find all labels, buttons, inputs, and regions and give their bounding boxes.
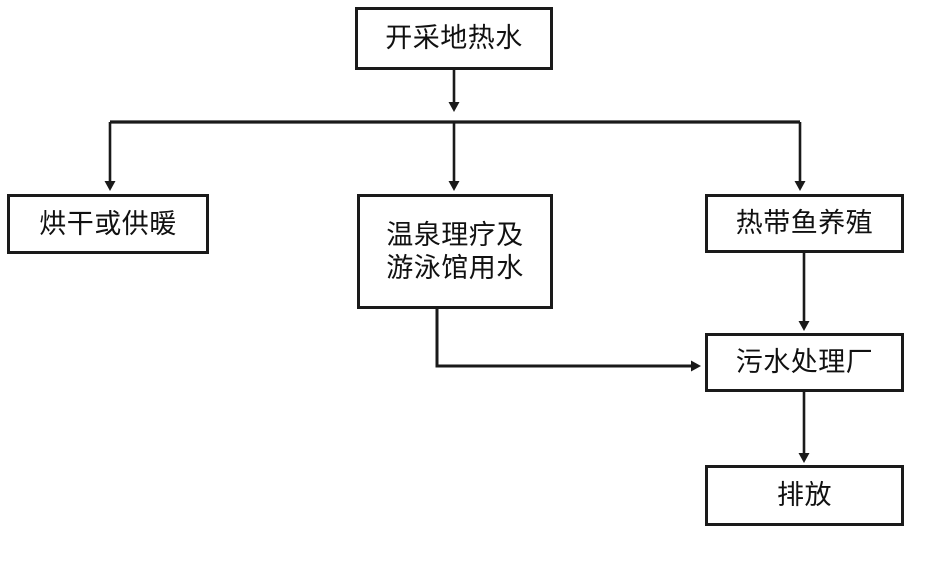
node-hotspring-therapy-and-pool-water[interactable]: 温泉理疗及 游泳馆用水 (357, 194, 553, 309)
node-label: 温泉理疗及 游泳馆用水 (386, 219, 524, 283)
node-extract-geothermal-water[interactable]: 开采地热水 (355, 7, 553, 70)
node-label: 排放 (777, 480, 832, 511)
node-tropical-fish-farming[interactable]: 热带鱼养殖 (705, 194, 904, 253)
node-sewage-treatment-plant[interactable]: 污水处理厂 (705, 333, 904, 392)
node-label: 开采地热水 (385, 23, 523, 54)
node-label: 热带鱼养殖 (735, 208, 874, 239)
node-discharge[interactable]: 排放 (705, 465, 904, 526)
edge-spa-to-plant (435, 309, 701, 372)
node-drying-or-heating[interactable]: 烘干或供暖 (7, 194, 209, 254)
node-label: 污水处理厂 (735, 347, 874, 378)
node-label: 烘干或供暖 (39, 208, 177, 239)
